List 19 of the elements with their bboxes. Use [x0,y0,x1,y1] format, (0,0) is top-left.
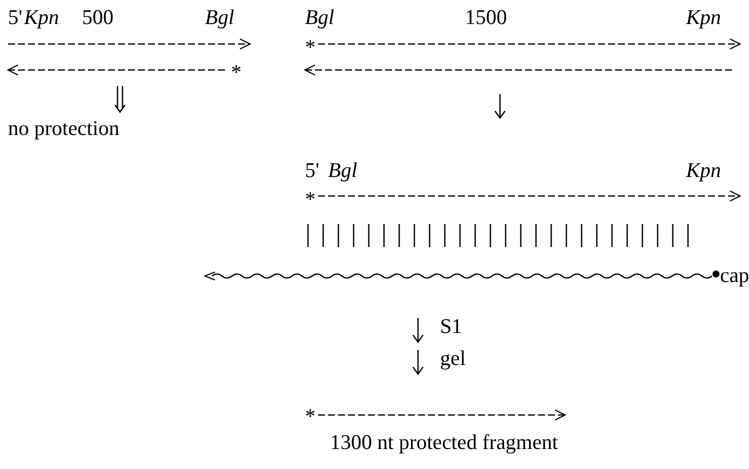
text-label: Kpn [686,160,722,181]
text-label: 500 [82,7,114,28]
text-label: cap [720,265,749,286]
text-label: S1 [440,316,462,337]
text-label: * [305,189,316,210]
text-label: 1500 [465,7,507,28]
text-label: 1300 nt protected fragment [330,432,558,453]
text-label: Kpn [686,7,722,28]
text-label: Bgl [305,7,334,28]
text-label: 5' [8,7,22,28]
text-label: Bgl [328,160,358,181]
text-label: Bgl [205,7,234,28]
text-label: * [305,406,316,427]
text-label: no protection [8,118,120,139]
text-label: gel [440,348,466,369]
text-label: * [305,37,316,58]
text-label: Kpn [24,7,60,28]
text-label: * [231,62,242,83]
text-label: 5' [305,160,320,181]
